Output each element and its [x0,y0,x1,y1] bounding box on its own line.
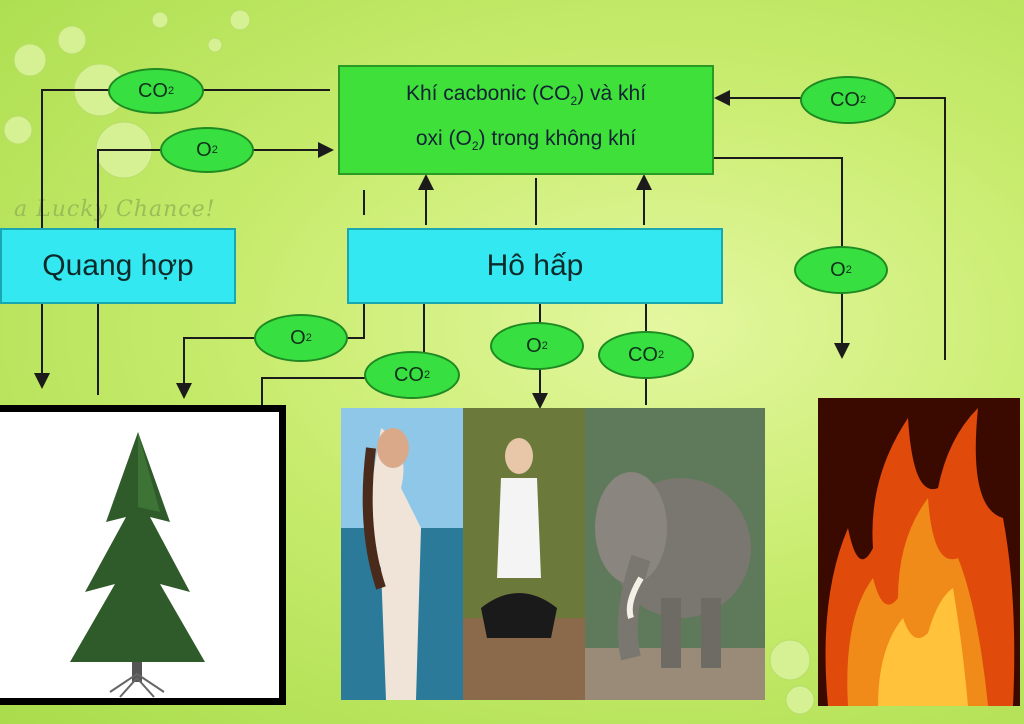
pine-tree-icon [70,432,205,698]
photosynthesis-box: Quang hợp [0,228,236,304]
flame-icon [818,398,1020,706]
respiration-organisms-image [341,408,765,700]
air-gases-line-2: oxi (O2) trong không khí [415,127,637,154]
watermark-text: a Lucky Chance! [14,197,216,222]
pine-tree-image [0,405,286,705]
air-gases-box: Khí cacbonic (CO2) và khí oxi (O2) trong… [338,65,714,175]
respiration-box: Hô hấp [347,228,723,304]
fire-image [818,398,1020,706]
people-and-elephant-icon [341,408,765,700]
air-gases-line-1: Khí cacbonic (CO2) và khí [405,81,647,108]
